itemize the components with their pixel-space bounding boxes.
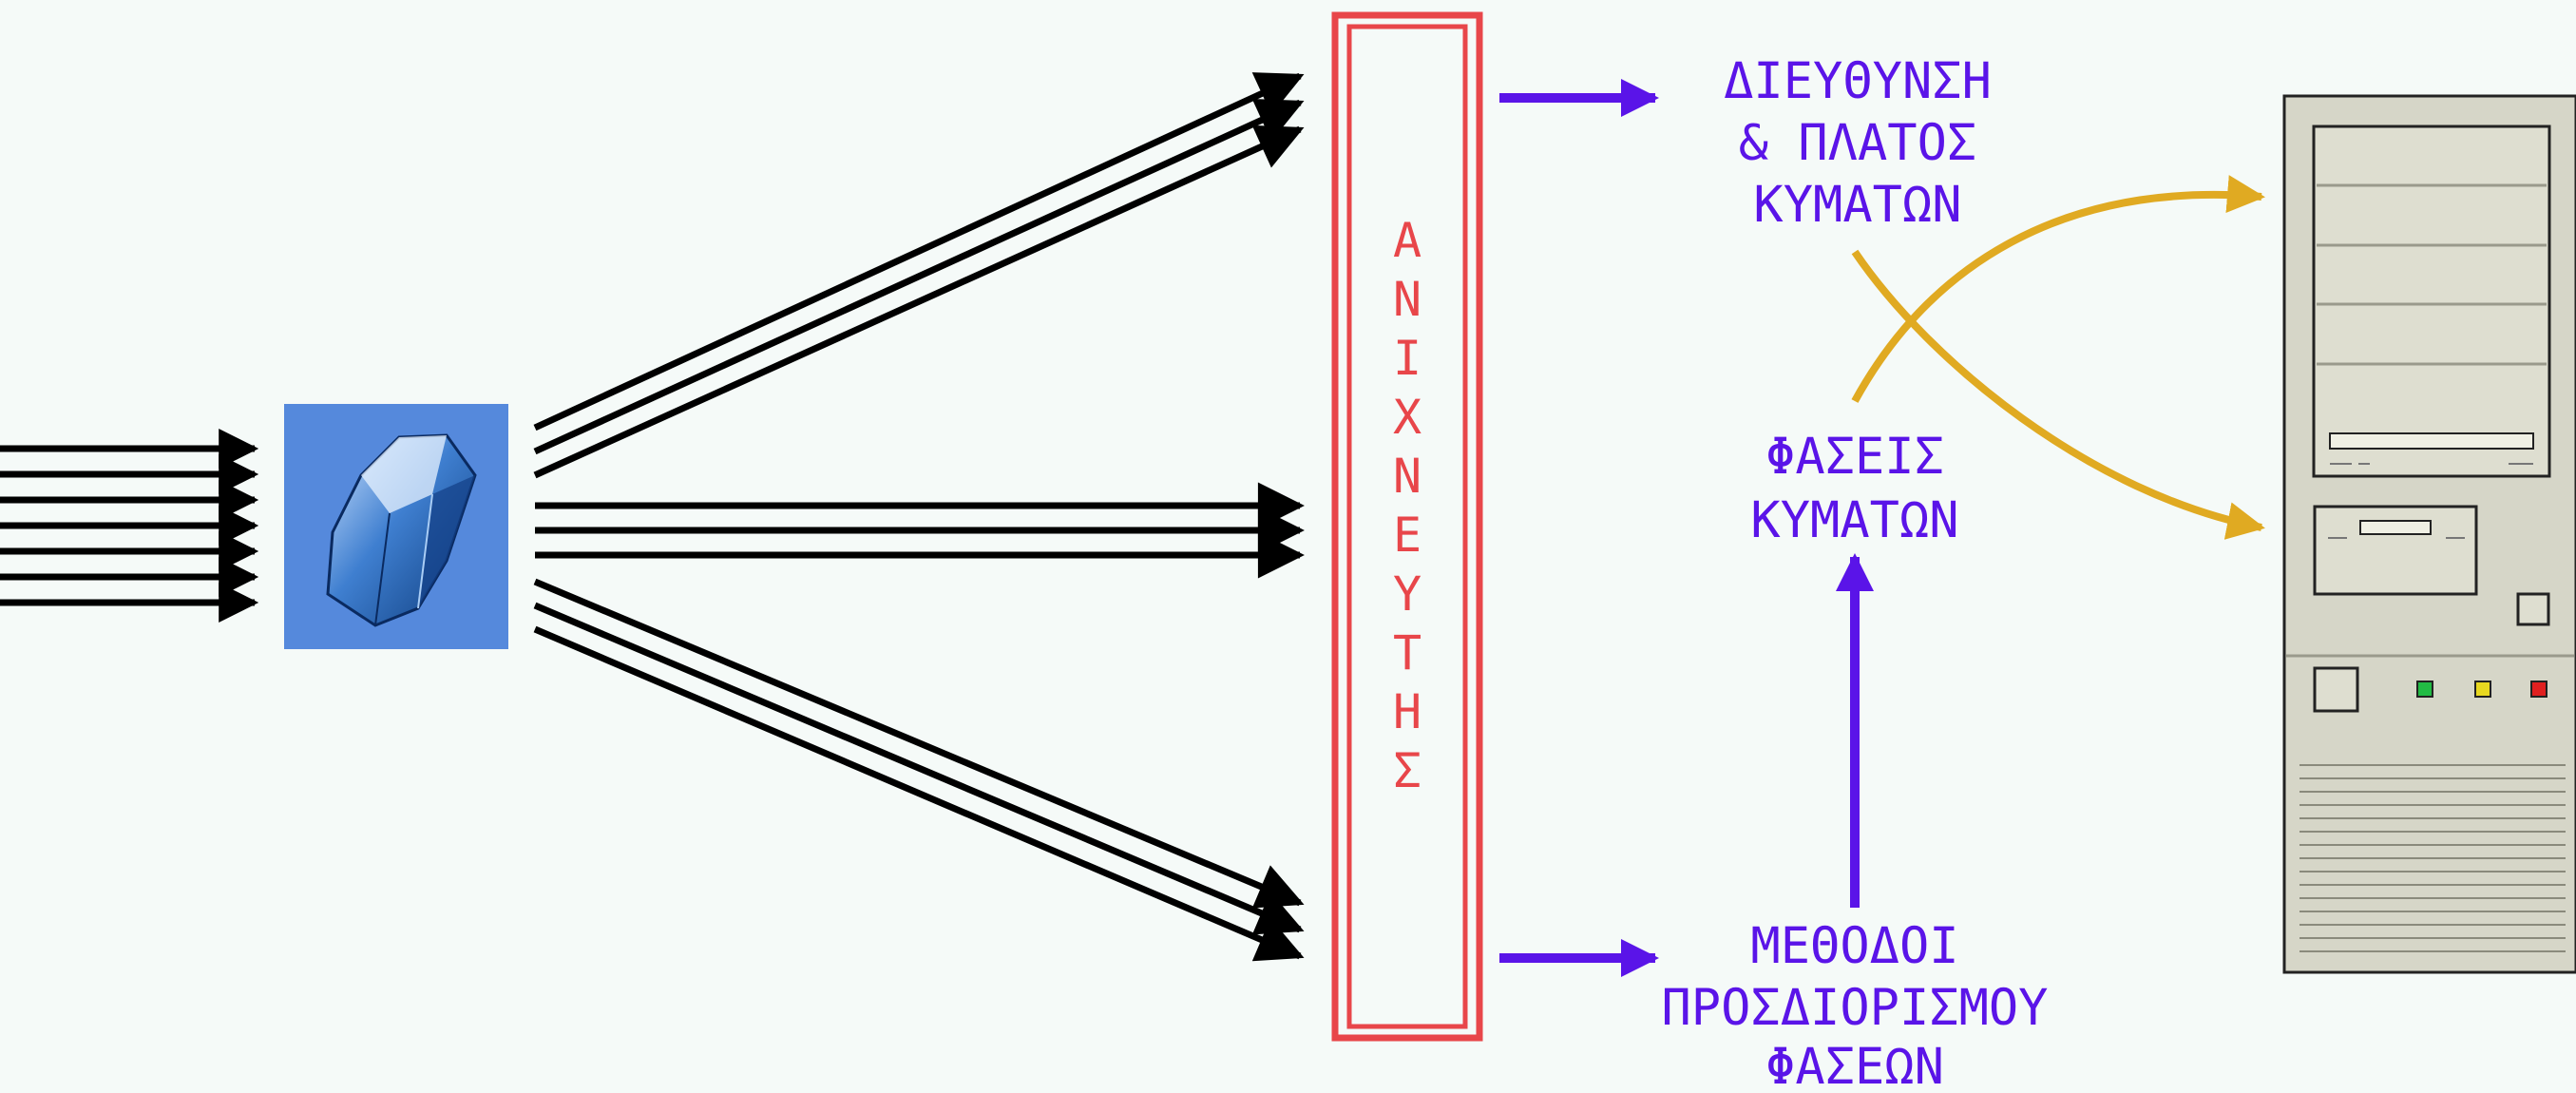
detector-letter: Σ bbox=[1393, 743, 1422, 798]
svg-text:ΔΙΕΥΘΥΝΣΗ: ΔΙΕΥΘΥΝΣΗ bbox=[1724, 53, 1992, 110]
phases-to-computer-arrow bbox=[1851, 175, 2265, 403]
svg-text:ΦΑΣΕΩΝ: ΦΑΣΕΩΝ bbox=[1765, 1039, 1944, 1093]
direction-to-computer-arrow bbox=[1851, 249, 2265, 540]
svg-text:ΜΕΘΟΔΟΙ: ΜΕΘΟΔΟΙ bbox=[1750, 918, 1958, 975]
svg-text:ΚΥΜΑΤΩΝ: ΚΥΜΑΤΩΝ bbox=[1750, 492, 1958, 549]
diffracted-beams-middle bbox=[535, 482, 1305, 579]
desktop-computer-icon bbox=[2282, 94, 2576, 974]
detector-letter: Ι bbox=[1393, 331, 1422, 386]
crystal-image bbox=[284, 404, 508, 649]
phase-methods-label: ΜΕΘΟΔΟΙ ΠΡΟΣΔΙΟΡΙΣΜΟΥ ΦΑΣΕΩΝ bbox=[1662, 918, 2049, 1093]
svg-text:& ΠΛΑΤΟΣ: & ΠΛΑΤΟΣ bbox=[1739, 115, 1976, 172]
direction-amplitude-label: ΔΙΕΥΘΥΝΣΗ & ΠΛΑΤΟΣ ΚΥΜΑΤΩΝ bbox=[1724, 53, 1992, 234]
detector-letter: Ν bbox=[1393, 449, 1422, 504]
detector-letter: Η bbox=[1393, 684, 1422, 739]
purple-arrows bbox=[1499, 79, 1874, 977]
detector-letter: Τ bbox=[1393, 625, 1422, 681]
detector-letter: Ν bbox=[1393, 272, 1422, 327]
detector-letter: Α bbox=[1393, 213, 1422, 268]
phases-label: ΦΑΣΕΙΣ ΚΥΜΑΤΩΝ bbox=[1750, 429, 1958, 549]
svg-text:ΦΑΣΕΙΣ: ΦΑΣΕΙΣ bbox=[1765, 429, 1944, 486]
diffracted-beams-lower bbox=[533, 578, 1305, 962]
incident-beam bbox=[0, 429, 259, 623]
gold-arrows bbox=[1851, 175, 2265, 540]
detector-letter: Ε bbox=[1393, 508, 1422, 563]
detector-letter: Χ bbox=[1393, 390, 1422, 445]
svg-text:ΠΡΟΣΔΙΟΡΙΣΜΟΥ: ΠΡΟΣΔΙΟΡΙΣΜΟΥ bbox=[1662, 980, 2049, 1037]
svg-text:ΚΥΜΑΤΩΝ: ΚΥΜΑΤΩΝ bbox=[1753, 177, 1961, 234]
diffracted-beams-upper bbox=[533, 72, 1305, 479]
detector-letter: Υ bbox=[1393, 566, 1422, 622]
